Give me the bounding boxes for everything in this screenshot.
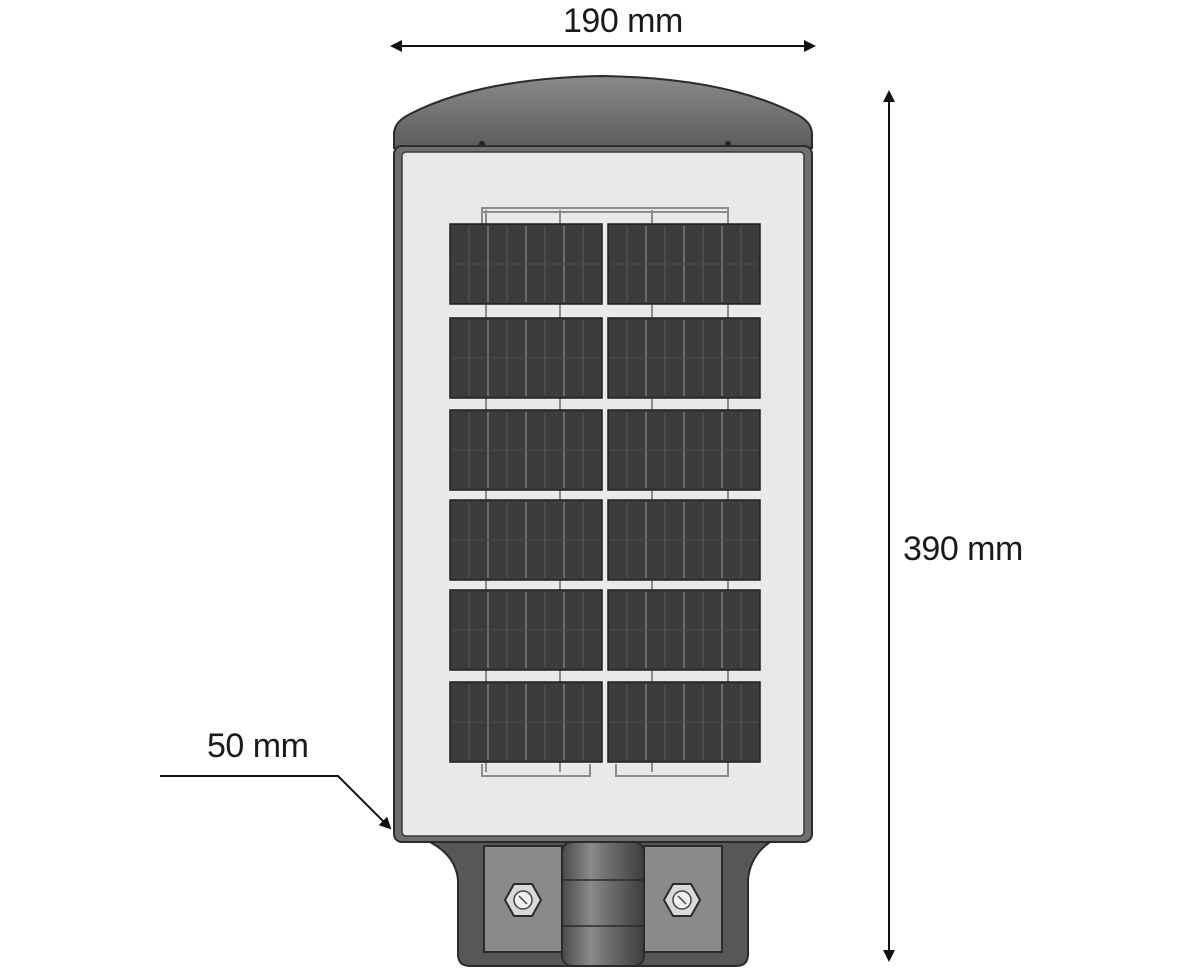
depth-leader-line [160, 775, 392, 830]
solar-module [607, 681, 761, 763]
height-dimension-label: 390 mm [903, 530, 1023, 568]
pole-clamp-cylinder [561, 841, 645, 967]
width-dimension-label: 190 mm [563, 2, 683, 40]
mounting-bracket [429, 841, 774, 967]
housing-top-cap [393, 74, 813, 149]
depth-dimension-label: 50 mm [207, 727, 309, 765]
solar-module [607, 223, 761, 305]
solar-module [449, 317, 603, 399]
solar-module [449, 409, 603, 491]
bolt-left [503, 883, 543, 917]
solar-module [449, 499, 603, 581]
solar-cell-array [449, 223, 761, 763]
solar-module [607, 589, 761, 671]
solar-module [607, 409, 761, 491]
bolt-right [662, 883, 702, 917]
solar-module [449, 223, 603, 305]
solar-module [607, 499, 761, 581]
solar-module [449, 589, 603, 671]
solar-module [449, 681, 603, 763]
solar-module [607, 317, 761, 399]
